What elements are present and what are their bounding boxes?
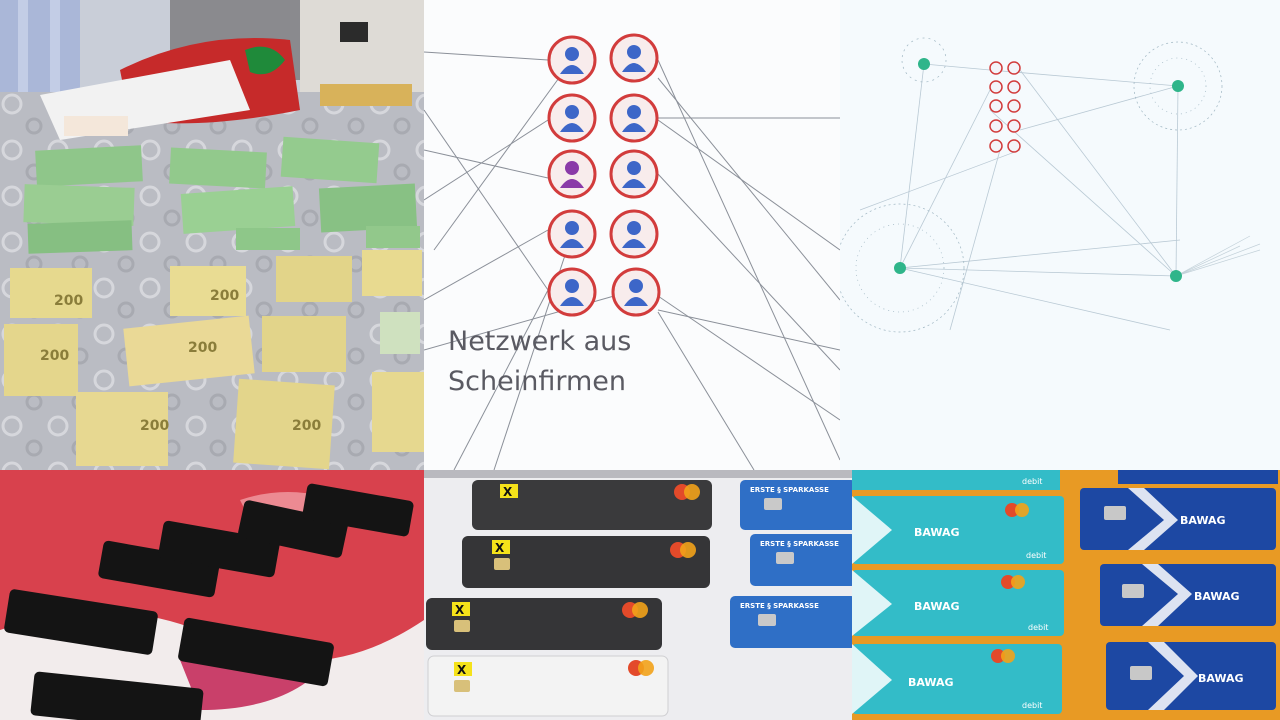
raiffeisen-logo: X <box>495 541 505 555</box>
caption-line: Scheinfirmen <box>448 366 626 397</box>
smartphone <box>4 589 158 655</box>
network-caption: Netzwerk aus Scheinfirmen <box>448 322 631 402</box>
hub-node <box>1172 80 1184 92</box>
smartphone <box>98 540 220 598</box>
person-node <box>609 209 659 259</box>
bawag-card: BAWAG debit <box>852 496 1064 564</box>
smartphone <box>302 483 414 537</box>
bawag-navy-cards: BAWAG BAWAG BAWAG <box>1080 470 1278 710</box>
raiffeisen-card: X <box>462 536 710 588</box>
network-person-nodes <box>547 33 661 317</box>
banknote-denomination: 200 <box>140 418 169 434</box>
link-analysis-graph <box>840 0 1280 470</box>
banknote-denomination: 200 <box>292 418 321 434</box>
erste-logo: ERSTE § SPARKASSE <box>740 602 819 610</box>
smartphone <box>238 500 348 558</box>
network-links <box>424 51 840 470</box>
graph-clusters <box>840 37 1261 333</box>
bawag-card: BAWAG debit <box>852 570 1064 636</box>
banknotes-scene: 200 200 200 200 200 200 <box>0 0 424 470</box>
phones-photo <box>0 470 424 720</box>
person-node <box>547 149 597 199</box>
card-chip <box>454 680 470 692</box>
bawag-card <box>1118 470 1278 484</box>
card-chip <box>454 620 470 632</box>
card-chip <box>776 552 794 564</box>
banknote-denomination: 200 <box>210 288 239 304</box>
bawag-card: BAWAG <box>1100 564 1276 626</box>
cards-scene-1: X X X <box>424 470 852 720</box>
smartphones <box>4 483 414 720</box>
card-type-label: debit <box>1028 623 1048 632</box>
person-node <box>547 93 597 143</box>
bawag-logo: BAWAG <box>914 526 960 539</box>
raiffeisen-card: X <box>472 480 712 530</box>
bawag-card: BAWAG <box>1080 488 1276 550</box>
caption-line: Netzwerk aus <box>448 326 632 357</box>
banknote-denomination: 200 <box>188 340 217 356</box>
bawag-logo: BAWAG <box>1198 672 1244 685</box>
card-chip <box>494 558 510 570</box>
phones-scene <box>0 470 424 720</box>
graph-person-nodes <box>989 61 1021 153</box>
bawag-card: debit <box>852 470 1060 490</box>
cards-scene-2: debit BAWAG debit BAWAG debit <box>852 470 1280 720</box>
yellow-200-note-bundles <box>4 250 424 470</box>
smartphone <box>30 671 204 720</box>
card-chip <box>764 498 782 510</box>
graph-links <box>859 63 1181 331</box>
erste-logo: ERSTE § SPARKASSE <box>760 540 839 548</box>
bawag-logo: BAWAG <box>908 676 954 689</box>
bawag-logo: BAWAG <box>1194 590 1240 603</box>
raiffeisen-logo: X <box>503 485 513 499</box>
person-node <box>609 33 659 83</box>
network-diagram <box>424 33 840 470</box>
person-node <box>609 93 659 143</box>
person-node <box>547 209 597 259</box>
person-node <box>547 35 597 85</box>
raiffeisen-logo: X <box>457 663 467 677</box>
raiffeisen-card: X <box>426 598 662 650</box>
erste-card: ERSTE § SPARKASSE <box>750 534 852 586</box>
card-type-label: debit <box>1026 551 1046 560</box>
hub-node <box>894 262 906 274</box>
card-chip <box>1122 584 1144 598</box>
bawag-logo: BAWAG <box>1180 514 1226 527</box>
raiffeisen-card: X <box>427 655 669 717</box>
person-node <box>611 267 661 317</box>
card-chip <box>1104 506 1126 520</box>
bawag-card: BAWAG debit <box>852 644 1062 714</box>
person-node <box>609 149 659 199</box>
erste-logo: ERSTE § SPARKASSE <box>750 486 829 494</box>
card-chip <box>1130 666 1152 680</box>
card-type-label: debit <box>1022 701 1042 710</box>
bawag-card: BAWAG <box>1106 642 1276 710</box>
erste-card: ERSTE § SPARKASSE <box>730 596 852 648</box>
green-100-note-bundles <box>23 136 420 254</box>
hub-node <box>918 58 930 70</box>
banknotes-photo: 200 200 200 200 200 200 <box>0 0 424 470</box>
bawag-teal-cards: debit BAWAG debit BAWAG debit <box>852 470 1064 714</box>
smartphone <box>158 520 280 578</box>
card-chip <box>758 614 776 626</box>
graph-diagram <box>840 37 1261 333</box>
smartphone <box>178 617 334 687</box>
person-node <box>547 267 597 317</box>
hub-node <box>1170 270 1182 282</box>
shell-company-network: Netzwerk aus Scheinfirmen <box>424 0 840 470</box>
banknote-denomination: 200 <box>54 293 83 309</box>
graph-hub-nodes <box>894 58 1184 282</box>
raiffeisen-erste-cards-photo: X X X <box>424 470 852 720</box>
banknote-denomination: 200 <box>40 348 69 364</box>
card-type-label: debit <box>1022 477 1042 486</box>
raiffeisen-cards: X X X <box>426 480 712 717</box>
bawag-cards-photo: debit BAWAG debit BAWAG debit <box>852 470 1280 720</box>
bawag-logo: BAWAG <box>914 600 960 613</box>
erste-sparkasse-cards: ERSTE § SPARKASSE ERSTE § SPARKASSE ERST… <box>730 480 852 648</box>
erste-card: ERSTE § SPARKASSE <box>740 480 852 530</box>
raiffeisen-logo: X <box>455 603 465 617</box>
